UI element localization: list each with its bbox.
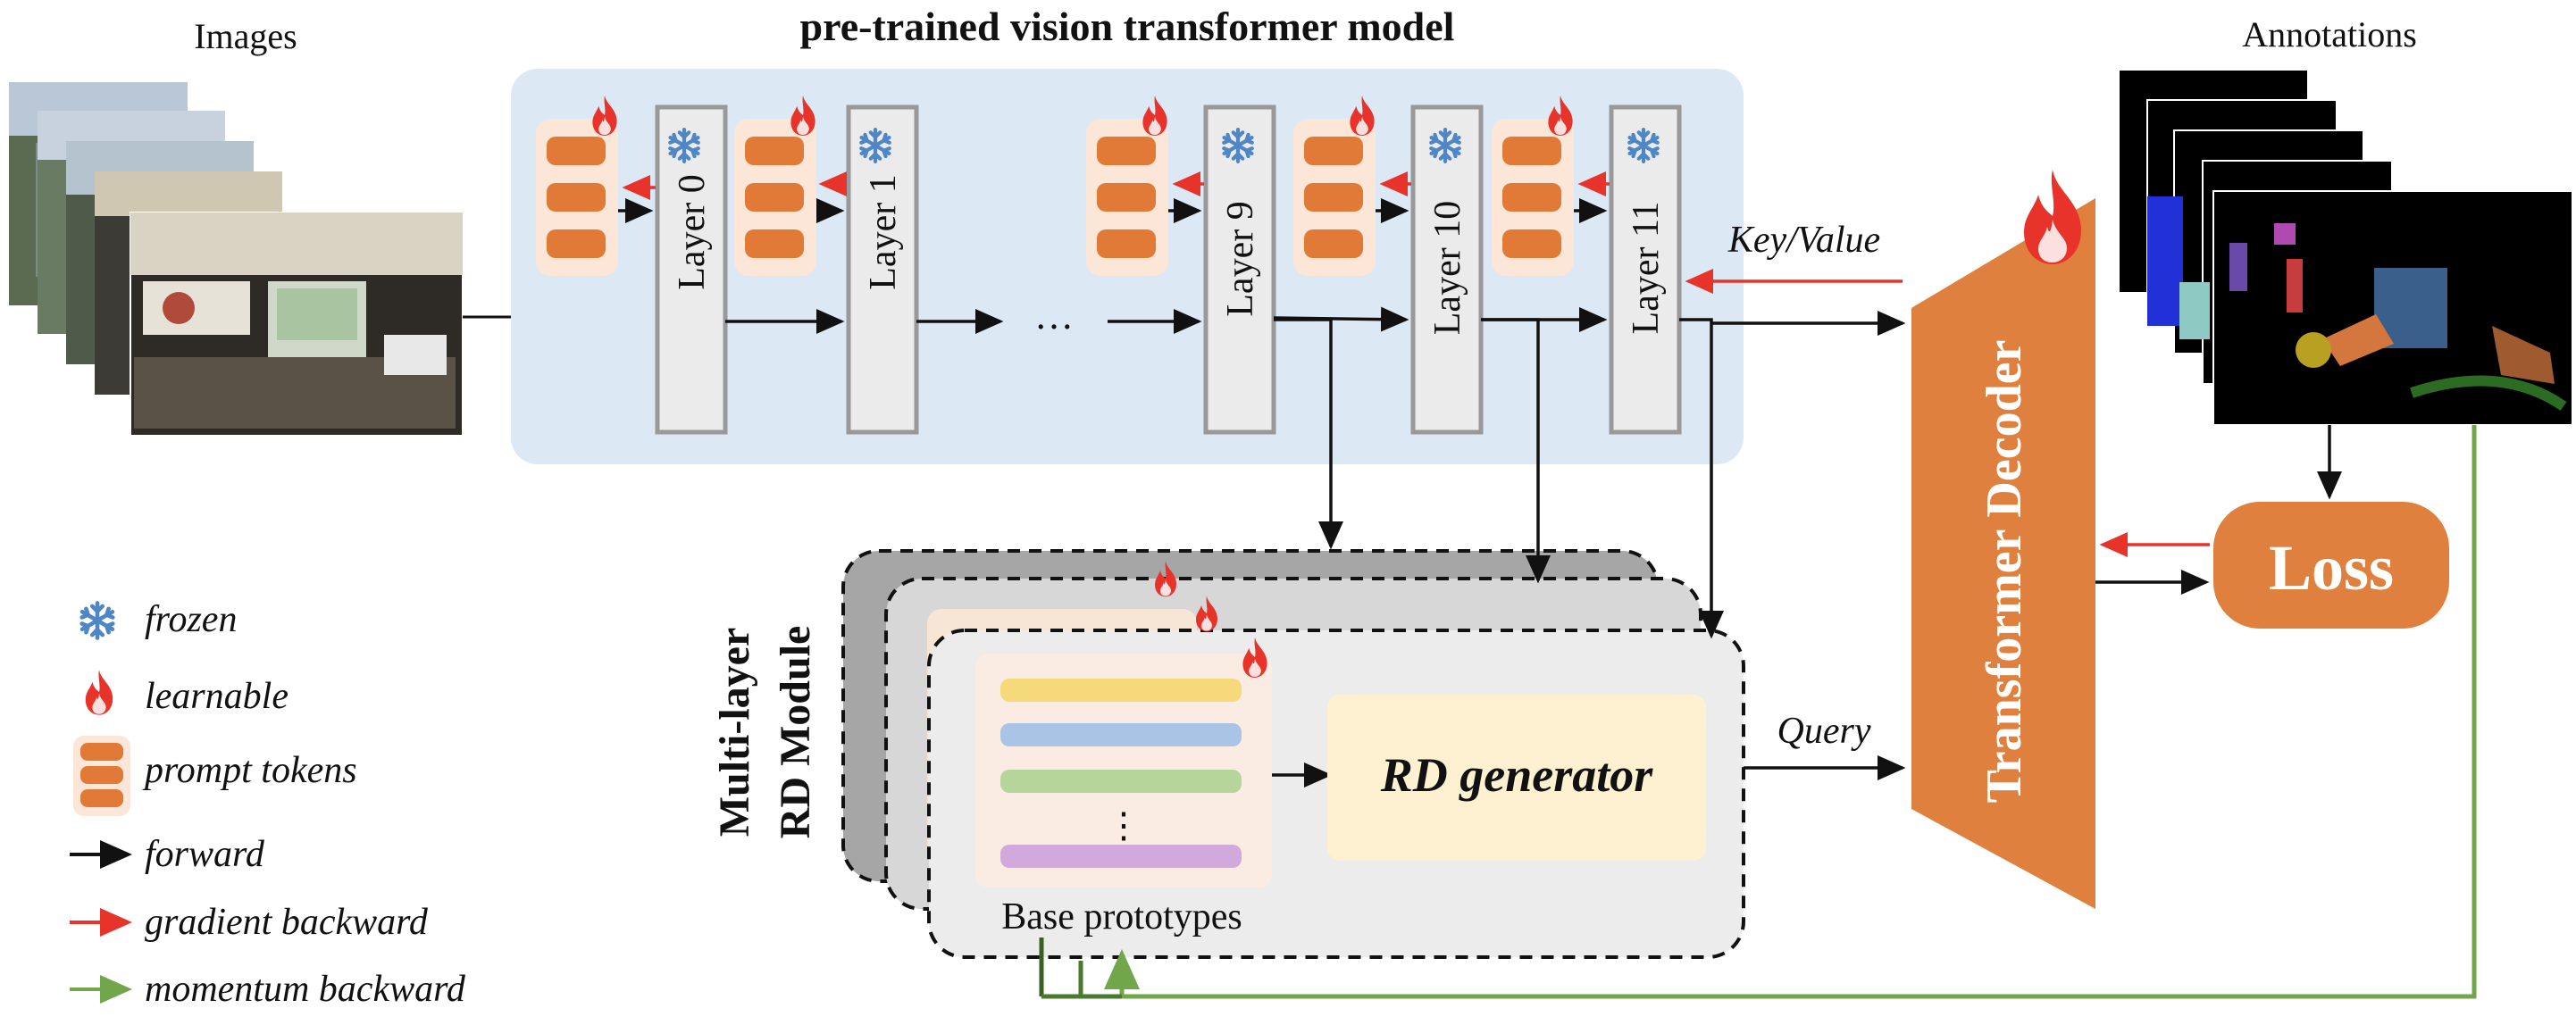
legend: frozen learnable prompt tokens forward g… (70, 599, 466, 1010)
legend-frozen: frozen (145, 599, 237, 640)
loss-box (2213, 502, 2449, 629)
prototype-yellow (1000, 679, 1242, 702)
images-label: Images (194, 16, 297, 56)
prototype-purple (1000, 845, 1242, 868)
key-value-label: Key/Value (1727, 220, 1880, 261)
vit-title: pre-trained vision transformer model (800, 4, 1455, 49)
layer-11-label: Layer 11 (1626, 202, 1667, 335)
layer-0: Layer 0 (655, 104, 728, 435)
rd-generator (1327, 695, 1706, 861)
prototype-dots: ⋮ (1106, 805, 1142, 846)
layer-1-label: Layer 1 (863, 174, 904, 289)
rd-generator-label: RD generator (1380, 748, 1654, 802)
prompt-tokens-layer-1 (734, 119, 816, 276)
front-annotation-mask (2212, 190, 2573, 426)
legend-learnable: learnable (145, 676, 289, 717)
module-label-line2: RD Module (772, 626, 819, 839)
front-image (130, 212, 464, 437)
ellipsis: … (1034, 294, 1074, 338)
layer-1: Layer 1 (846, 104, 919, 435)
query-label: Query (1777, 711, 1871, 752)
legend-prompt-tokens: prompt tokens (142, 750, 357, 791)
legend-momentum-backward: momentum backward (145, 969, 466, 1010)
layer-9-label: Layer 9 (1220, 201, 1261, 316)
flame-icon (85, 670, 113, 715)
input-image-stack (9, 82, 464, 437)
prompt-tokens-layer-0 (536, 119, 618, 276)
layer-11: Layer 11 (1609, 104, 1682, 435)
snowflake-icon (82, 603, 113, 638)
transformer-decoder (1911, 198, 2095, 909)
layer-to-module-arrows (1274, 318, 1724, 639)
decoder-label: Transformer Decoder (1977, 340, 2032, 804)
prompt-tokens-layer-11 (1492, 119, 1574, 276)
prompt-tokens-layer-10 (1293, 119, 1376, 276)
flame-icon (2024, 170, 2081, 264)
base-prototypes: ⋮ (975, 654, 1272, 888)
annotations-label: Annotations (2242, 14, 2417, 54)
legend-prompt-token-icon (73, 736, 130, 816)
prototype-green (1000, 770, 1242, 793)
legend-forward: forward (145, 834, 265, 875)
prototype-blue (1000, 723, 1242, 746)
loss-label: Loss (2269, 532, 2394, 604)
momentum-backward-line (1104, 425, 2477, 999)
prompt-tokens-layer-9 (1086, 119, 1168, 276)
layer-10-label: Layer 10 (1427, 201, 1468, 335)
annotation-mask-stack (2118, 69, 2573, 426)
prompt-arrows (618, 171, 1610, 223)
module-label-line1: Multi-layer (711, 628, 758, 838)
legend-gradient-backward: gradient backward (145, 902, 429, 943)
base-prototypes-label: Base prototypes (1001, 896, 1242, 938)
layer-0-label: Layer 0 (672, 174, 713, 289)
